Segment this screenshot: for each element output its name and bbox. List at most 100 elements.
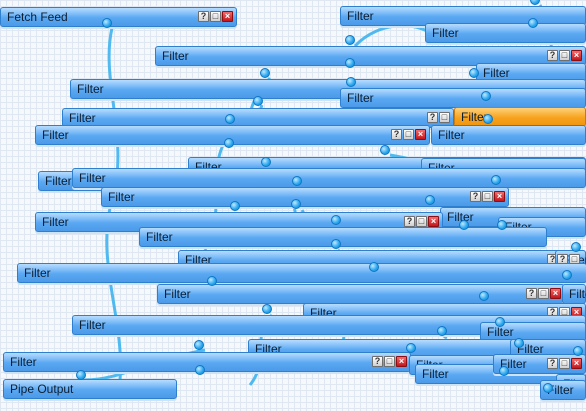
module-title: Filter [42,215,69,229]
terminal-icon[interactable] [459,220,469,230]
terminal-icon[interactable] [562,270,572,280]
close-button[interactable]: × [494,191,505,202]
help-button[interactable]: ? [470,191,481,202]
terminal-icon[interactable] [571,242,581,252]
terminal-icon[interactable] [483,114,493,124]
filter-module[interactable]: Filter?□× [157,284,565,304]
terminal-icon[interactable] [369,262,379,272]
terminal-icon[interactable] [225,114,235,124]
help-button[interactable]: ? [391,129,402,140]
terminal-icon[interactable] [194,340,204,350]
module-title: Filter [422,367,449,381]
fetch-feed-module[interactable]: Fetch Feed?□× [0,7,237,27]
filter-module[interactable]: Filter [340,88,586,108]
terminal-icon[interactable] [331,239,341,249]
module-title: Filter [69,111,96,125]
filter-module[interactable]: Filter [431,125,586,145]
terminal-icon[interactable] [481,91,491,101]
filter-module[interactable]: Filter [562,284,586,304]
minimize-button[interactable]: □ [403,129,414,140]
module-title: Filter [10,355,37,369]
filter-module[interactable]: Filter?□× [493,354,586,374]
close-button[interactable]: × [550,288,561,299]
close-button[interactable]: × [571,358,582,369]
terminal-icon[interactable] [479,291,489,301]
filter-module[interactable]: Filter [425,23,586,43]
minimize-button[interactable]: □ [482,191,493,202]
module-title: Filter [461,110,488,124]
terminal-icon[interactable] [437,326,447,336]
module-title: Filter [517,342,544,356]
filter-module[interactable]: Filter [454,107,586,127]
help-button[interactable]: ? [526,288,537,299]
terminal-icon[interactable] [514,338,524,348]
terminal-icon[interactable] [230,201,240,211]
terminal-icon[interactable] [495,317,505,327]
terminal-icon[interactable] [76,370,86,380]
terminal-icon[interactable] [346,77,356,87]
module-controls: ?□× [546,50,582,62]
close-button[interactable]: × [571,50,582,61]
help-button[interactable]: ? [427,112,438,123]
module-title: Filter [42,128,69,142]
pipe-output-module[interactable]: Pipe Output [3,379,177,399]
filter-module[interactable]: Filter [72,168,586,188]
help-button[interactable]: ? [547,50,558,61]
terminal-icon[interactable] [253,96,263,106]
terminal-icon[interactable] [380,145,390,155]
module-controls: ?□× [390,129,426,141]
terminal-icon[interactable] [528,18,538,28]
close-button[interactable]: × [428,216,439,227]
module-title: Filter [487,325,514,339]
close-button[interactable]: × [396,356,407,367]
close-button[interactable]: × [222,11,233,22]
module-title: Filter [569,287,586,301]
filter-module[interactable]: Filter?□× [3,352,411,372]
minimize-button[interactable]: □ [384,356,395,367]
module-controls: ?□× [403,216,439,228]
minimize-button[interactable]: □ [559,50,570,61]
help-button[interactable]: ? [198,11,209,22]
filter-module[interactable]: Filter [72,315,586,335]
terminal-icon[interactable] [345,35,355,45]
filter-module[interactable]: Filter [17,263,586,283]
terminal-icon[interactable] [469,68,479,78]
terminal-icon[interactable] [491,175,501,185]
terminal-icon[interactable] [207,276,217,286]
filter-module[interactable]: Filter?□× [101,187,509,207]
terminal-icon[interactable] [345,58,355,68]
terminal-icon[interactable] [425,195,435,205]
module-controls: ?□× [525,288,561,300]
minimize-button[interactable]: □ [439,112,450,123]
help-button[interactable]: ? [547,358,558,369]
minimize-button[interactable]: □ [416,216,427,227]
terminal-icon[interactable] [102,18,112,28]
terminal-icon[interactable] [497,220,507,230]
close-button[interactable]: × [415,129,426,140]
terminal-icon[interactable] [291,199,301,209]
help-button[interactable]: ? [404,216,415,227]
minimize-button[interactable]: □ [210,11,221,22]
module-title: Filter [45,174,72,188]
module-controls: ?□× [469,191,505,203]
module-title: Filter [483,66,510,80]
terminal-icon[interactable] [573,346,583,356]
terminal-icon[interactable] [195,365,205,375]
terminal-icon[interactable] [499,366,509,376]
minimize-button[interactable]: □ [538,288,549,299]
terminal-icon[interactable] [406,343,416,353]
minimize-button[interactable]: □ [559,358,570,369]
module-title: Filter [164,287,191,301]
terminal-icon[interactable] [261,157,271,167]
terminal-icon[interactable] [224,138,234,148]
terminal-icon[interactable] [331,215,341,225]
terminal-icon[interactable] [292,176,302,186]
filter-module[interactable]: Filter?□× [155,46,586,66]
help-button[interactable]: ? [372,356,383,367]
terminal-icon[interactable] [260,68,270,78]
terminal-icon[interactable] [262,304,272,314]
filter-module[interactable]: Filter [139,227,547,247]
module-title: Filter [77,82,104,96]
terminal-icon[interactable] [543,383,553,393]
